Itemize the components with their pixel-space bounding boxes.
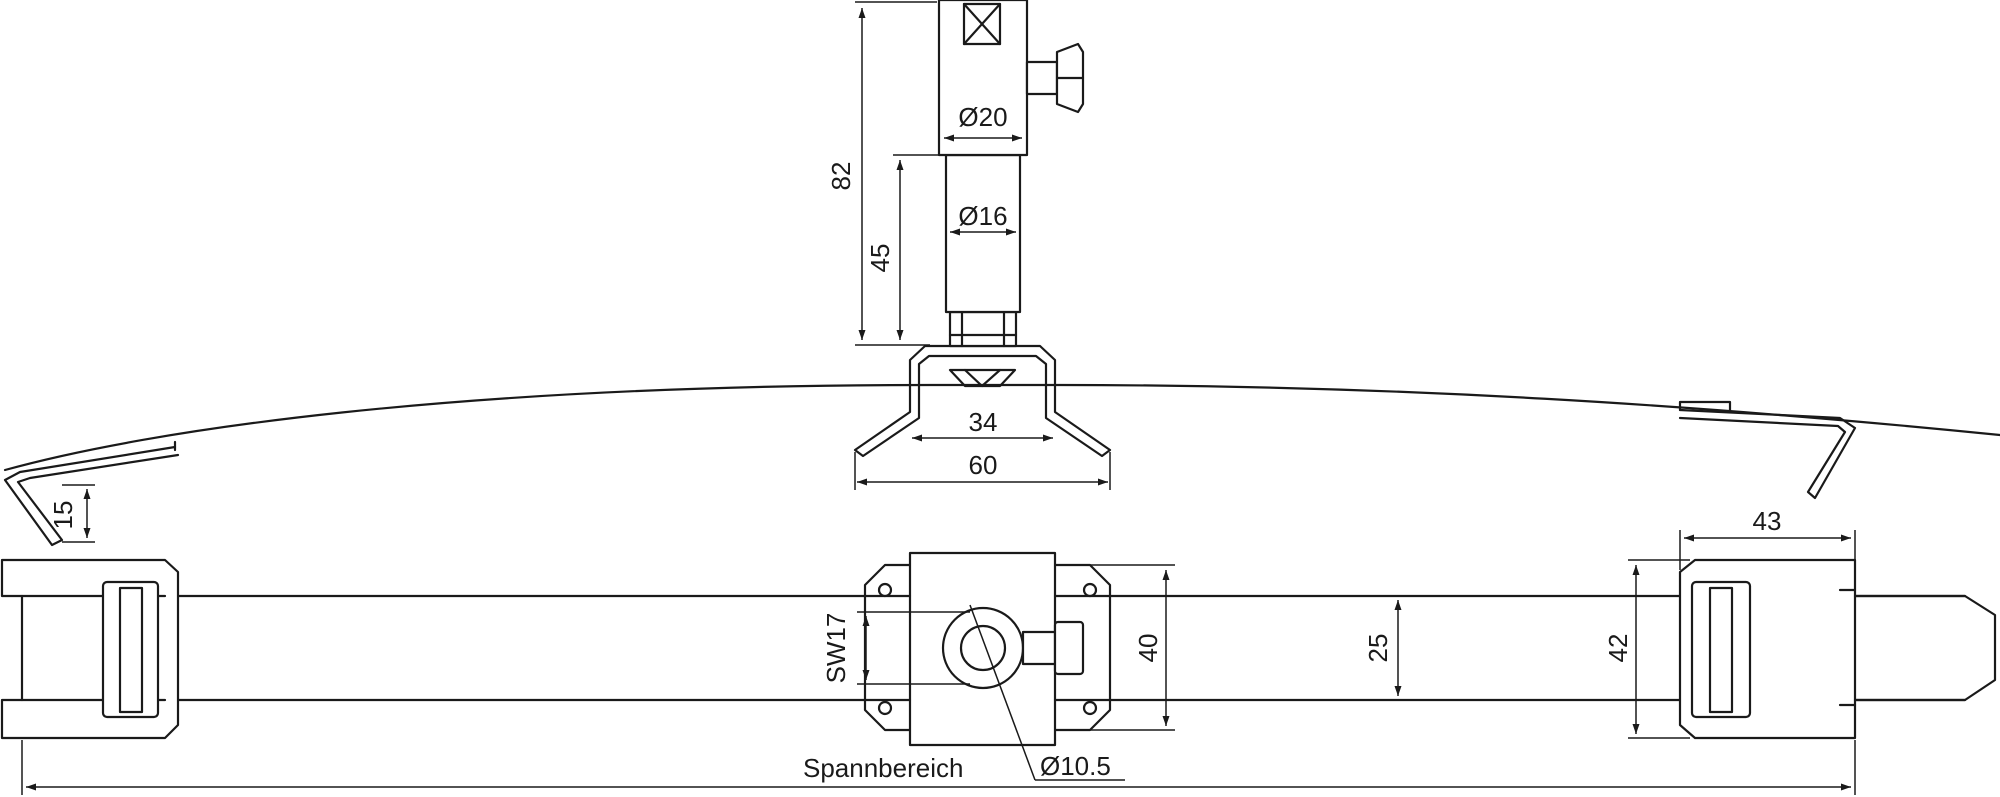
dim-clamping-range: Spannbereich: [21, 740, 1856, 795]
dim-45-text: 45: [865, 244, 895, 273]
dim-34: 34: [912, 407, 1053, 442]
pin-inner-circle: [959, 624, 1007, 672]
clamp-foot: [853, 344, 1112, 458]
dim-15: 15: [48, 484, 95, 543]
strap-side: [3, 383, 2000, 472]
dim-40-text: 40: [1133, 634, 1163, 663]
dim-dia-16: Ø16: [950, 201, 1016, 236]
dim-dia-20-text: Ø20: [958, 102, 1007, 132]
dim-sw17: SW17: [821, 611, 970, 685]
strap-plan: [163, 594, 1997, 702]
dim-43: 43: [1679, 506, 1856, 570]
side-view: 82 45 Ø20 Ø16 34 60: [3, 0, 2000, 547]
dim-dia-20: Ø20: [944, 102, 1022, 142]
dim-hole-dia: Ø10.5: [969, 604, 1125, 781]
dim-dia-16-text: Ø16: [958, 201, 1007, 231]
dim-hole-dia-text: Ø10.5: [1040, 751, 1111, 781]
clamping-range-label: Spannbereich: [803, 753, 963, 783]
pin-shaft: [944, 153, 1022, 314]
dim-42: 42: [1603, 559, 1690, 739]
dim-82: 82: [826, 1, 937, 346]
dim-sw17-text: SW17: [821, 613, 851, 684]
dim-82-text: 82: [826, 162, 856, 191]
dim-25: 25: [1363, 600, 1402, 696]
dim-60-text: 60: [969, 450, 998, 480]
dim-45: 45: [865, 154, 944, 340]
dim-60: 60: [854, 450, 1111, 490]
plan-view: SW17 40 25 42 43: [0, 506, 1997, 795]
right-hook: [1678, 408, 1857, 500]
dim-43-text: 43: [1753, 506, 1782, 536]
dim-15-text: 15: [48, 501, 78, 530]
dim-25-text: 25: [1363, 634, 1393, 663]
dim-42-text: 42: [1603, 634, 1633, 663]
dim-34-text: 34: [969, 407, 998, 437]
left-hook: [3, 445, 180, 547]
dim-40: 40: [1057, 564, 1175, 731]
